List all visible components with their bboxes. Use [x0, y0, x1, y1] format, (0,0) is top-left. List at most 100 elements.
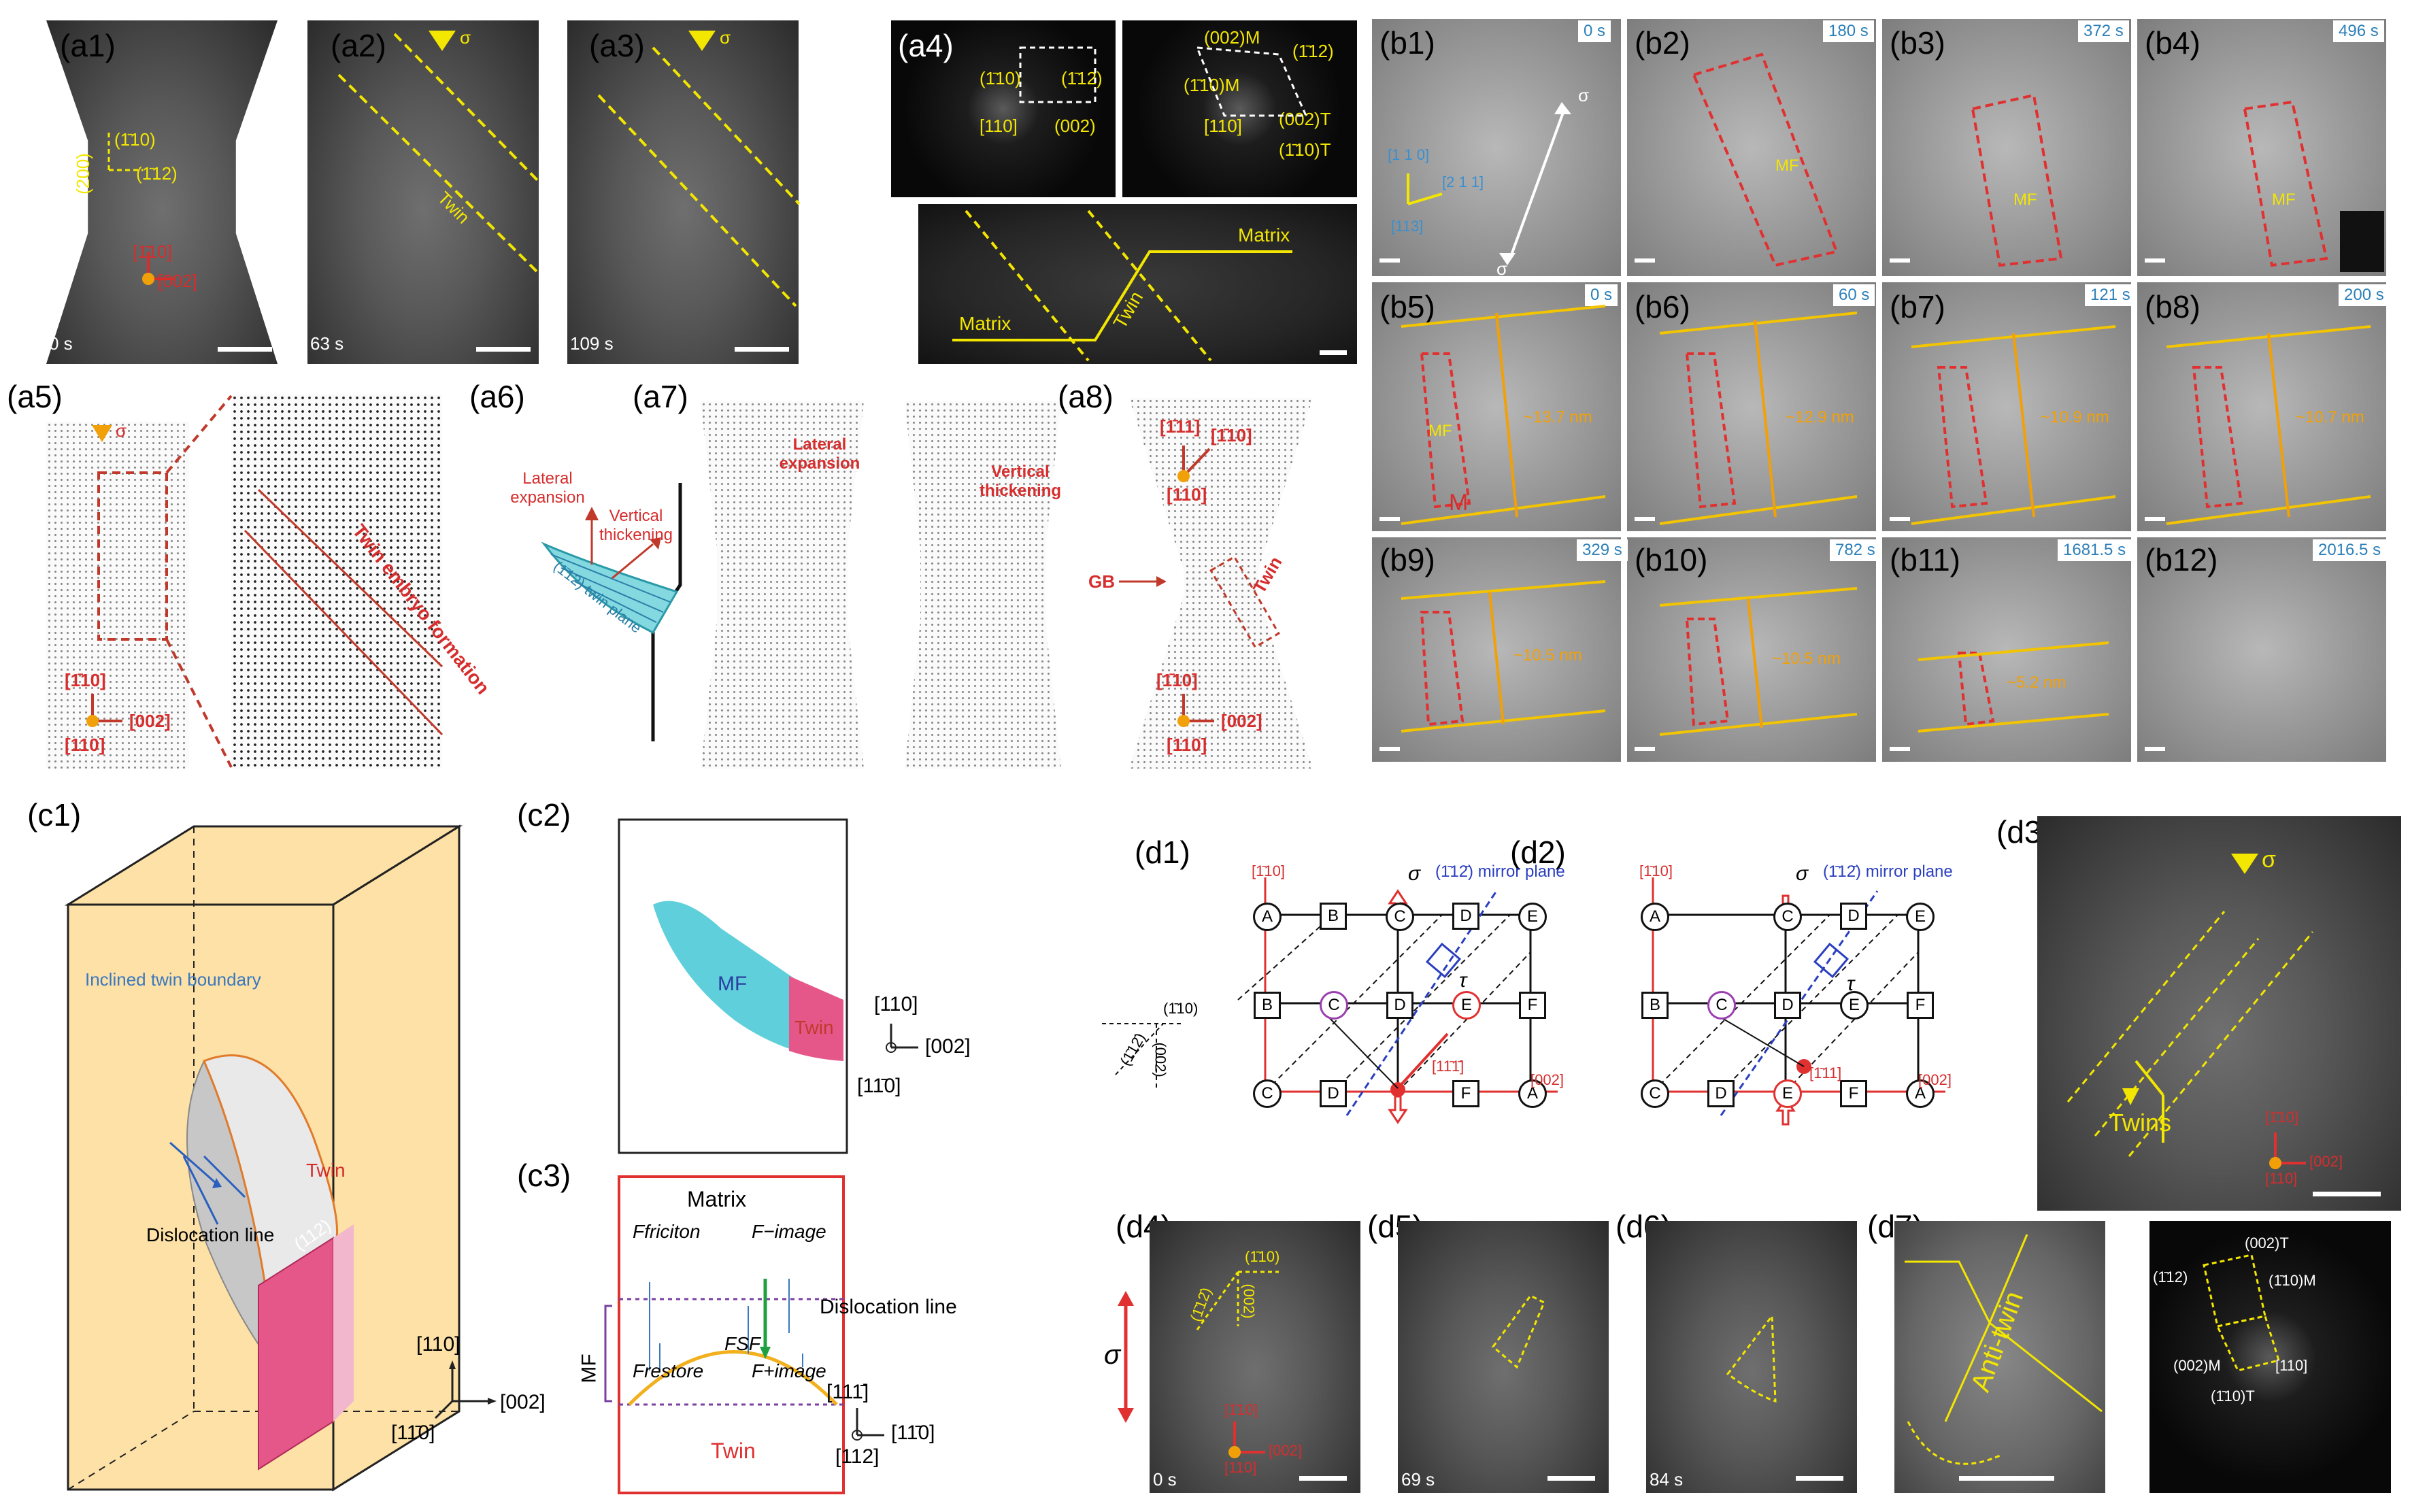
d1-node: B — [1320, 903, 1347, 930]
d2-node: D — [1840, 903, 1867, 930]
d4-axis-up: [1̄10] — [1224, 1401, 1258, 1418]
c2-mf-label: MF — [718, 973, 748, 995]
a4-fft-label-002: (002) — [1054, 116, 1096, 136]
c3-axis-up: [111̄] — [826, 1381, 869, 1403]
d7-hrtem-image — [1894, 1221, 2105, 1493]
a2-tem-image — [307, 20, 539, 364]
b3-mf-label: MF — [2013, 190, 2037, 209]
a4-fft-left — [891, 20, 1116, 197]
d4-sigma: σ — [1104, 1340, 1121, 1370]
a6-lateral-expansion: Lateral expansion — [510, 469, 585, 507]
d2-node: D — [1707, 1080, 1735, 1107]
a7-md-left — [701, 401, 864, 769]
c3-image-minus-force: F−image — [752, 1221, 826, 1242]
d1-node: A — [1253, 903, 1282, 931]
d7-fft-112: (1̄12) — [2153, 1269, 2188, 1286]
panel-label-b3: (b3) — [1890, 25, 1945, 61]
d4-tem-image — [1150, 1221, 1360, 1493]
b1-axis-b: [2 1 1] — [1442, 173, 1484, 190]
panel-label-d1: (d1) — [1135, 835, 1190, 870]
b4-mf-label: MF — [2272, 190, 2296, 209]
d1-sigma: σ — [1408, 862, 1421, 885]
a1-dir-110: (1̄10) — [114, 129, 156, 150]
b7-image — [1882, 282, 2131, 531]
a2-time: 63 s — [310, 333, 344, 354]
c3-sf-force: FSF — [724, 1333, 760, 1354]
b2-image — [1627, 19, 1876, 276]
d2-node: F — [1907, 992, 1934, 1019]
b12-image — [2137, 537, 2386, 762]
d4-plane-002: (002) — [1240, 1283, 1258, 1319]
d3-axis-right: [002] — [2309, 1153, 2343, 1170]
d1-burgers: [11̄1̄] — [1432, 1058, 1465, 1075]
c1-axis-normal: [11̄0] — [391, 1422, 435, 1444]
d2-node: E — [1906, 903, 1935, 931]
panel-label-b1: (b1) — [1379, 25, 1435, 61]
d4-axis-normal: [110] — [1224, 1459, 1257, 1476]
panel-label-c1: (c1) — [27, 797, 82, 833]
panel-label-b4: (b4) — [2145, 25, 2200, 61]
b1-axis-c: [113] — [1391, 218, 1424, 235]
panel-label-a6: (a6) — [469, 379, 525, 414]
d3-tem-image — [2037, 816, 2401, 1211]
d1-plane-110: (1̄10) — [1163, 1000, 1199, 1017]
a8-gb-label: GB — [1088, 571, 1115, 592]
d1-tau: τ — [1459, 969, 1467, 992]
panel-label-a2: (a2) — [331, 28, 386, 63]
c2-axis-up: [110] — [874, 993, 918, 1015]
d2-node: A — [1906, 1079, 1935, 1108]
d2-node: D — [1774, 992, 1801, 1019]
d5-tem-image — [1398, 1221, 1609, 1493]
d1-node: C — [1386, 903, 1414, 931]
d1-node: D — [1452, 903, 1479, 930]
d5-time: 69 s — [1401, 1469, 1435, 1490]
c3-friction-force: Ffriciton — [633, 1221, 701, 1242]
d3-twins-label: Twins — [2109, 1109, 2172, 1137]
d4-axis-right: [002] — [1269, 1442, 1302, 1459]
a1-axis-110: [1̄10] — [133, 241, 172, 262]
a2-sigma: σ — [460, 27, 471, 48]
b5-length: ~13.7 nm — [1524, 408, 1592, 426]
panel-label-a4: (a4) — [898, 28, 954, 63]
c2-twin-label: Twin — [794, 1017, 834, 1038]
b12-time: 2016.5 s — [2313, 539, 2387, 561]
c3-twin-label: Twin — [711, 1439, 756, 1463]
a8-axis-up3: [1̄10] — [1156, 670, 1198, 690]
c1-axis-up: [110] — [416, 1333, 461, 1356]
a7-lateral-expansion: Lateral expansion — [779, 435, 860, 473]
a5-zoom-structure — [231, 394, 442, 769]
c1-twin-label: Twin — [306, 1160, 346, 1181]
b5-time: 0 s — [1585, 284, 1618, 306]
c3-image-plus-force: F+image — [752, 1360, 826, 1381]
d2-node: B — [1641, 992, 1669, 1019]
d1-node: F — [1519, 992, 1546, 1019]
panel-label-b10: (b10) — [1635, 542, 1708, 577]
panel-label-a3: (a3) — [589, 28, 645, 63]
panel-label-b8: (b8) — [2145, 289, 2200, 324]
c3-restore-force: Frestore — [633, 1360, 704, 1381]
a5-axis-right: [002] — [129, 711, 171, 731]
c2-axis-right: [002] — [925, 1035, 971, 1058]
a5-axis-normal: [110] — [65, 735, 105, 755]
d7-fft-002m: (002)M — [2173, 1357, 2221, 1374]
a4-fft2-label-110zone: [110] — [1204, 116, 1242, 136]
d2-node: C — [1707, 991, 1736, 1020]
a3-tem-image — [567, 20, 799, 364]
panel-label-b9: (b9) — [1379, 542, 1435, 577]
c3-axis-normal: [112] — [835, 1445, 880, 1468]
d3-axis-up: [1̄10] — [2265, 1109, 2298, 1126]
c1-inclined-boundary: Inclined twin boundary — [85, 969, 261, 990]
d1-node: F — [1452, 1080, 1479, 1107]
d2-burgers: [1̄11] — [1809, 1064, 1842, 1081]
d2-sigma: σ — [1796, 862, 1809, 885]
d1-node: E — [1452, 991, 1481, 1020]
d2-node: A — [1641, 903, 1669, 931]
d2-node: C — [1773, 903, 1802, 931]
b6-length: ~12.9 nm — [1786, 408, 1854, 426]
